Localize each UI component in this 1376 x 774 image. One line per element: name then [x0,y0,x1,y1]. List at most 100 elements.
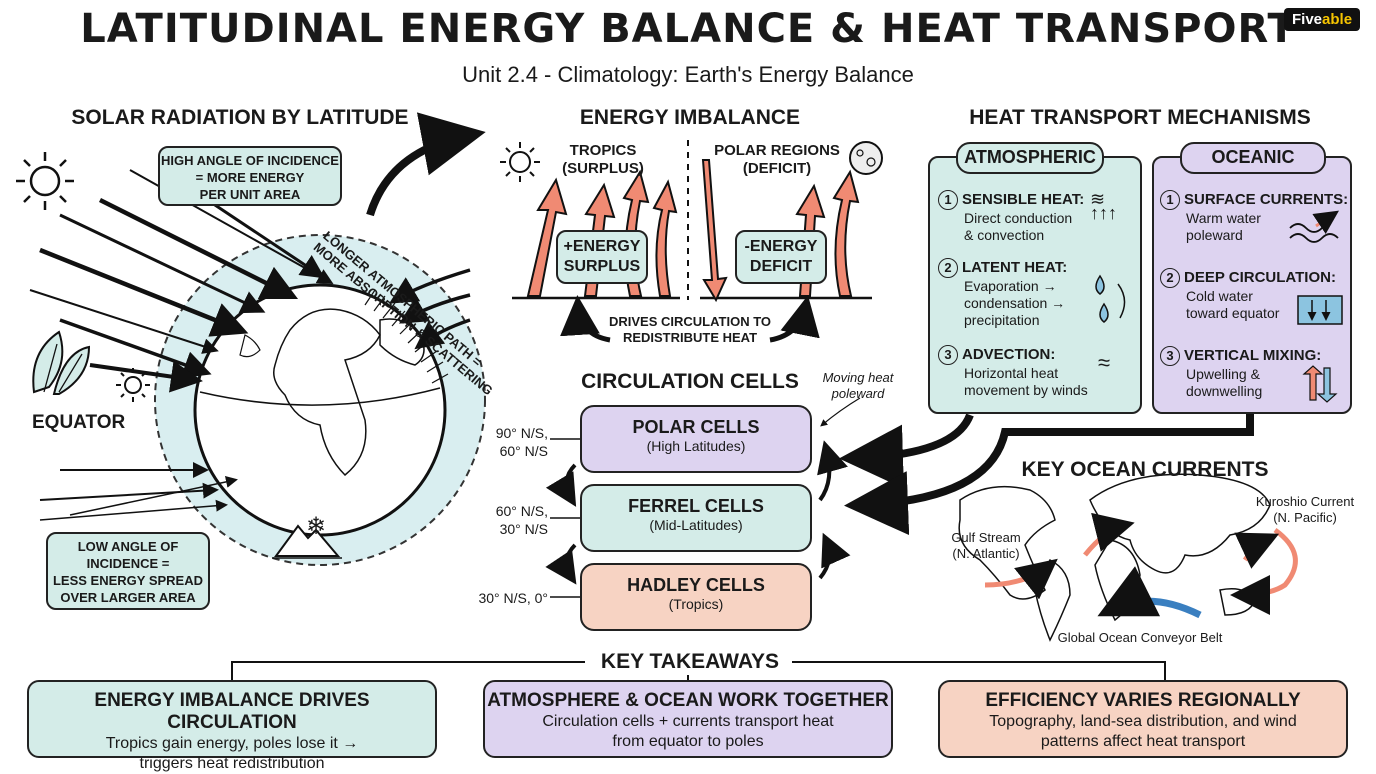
long-path-rays [388,268,471,350]
moving-heat-note: Moving heat poleward [810,370,906,402]
kuroshio-line-2: (N. Pacific) [1273,510,1337,525]
polar-lat-2: 60° N/S [499,443,548,459]
low-angle-line-1: LOW ANGLE OF [77,539,179,554]
gulf-stream-label: Gulf Stream (N. Atlantic) [938,530,1034,562]
ocean-item-1-num: 1 [1160,190,1180,210]
polar-cells-name: POLAR CELLS [632,417,760,437]
flow-arrow-ocean-to-cells [844,410,1254,536]
deficit-line-1: -ENERGY [744,238,818,255]
takeaway-1-title: ENERGY IMBALANCE DRIVES CIRCULATION [94,690,370,733]
moon-icon [849,141,883,175]
transport-heading: HEAT TRANSPORT MECHANISMS [969,106,1311,129]
ocean-item-3-title: VERTICAL MIXING: [1184,346,1322,364]
low-angle-line-3: LESS ENERGY SPREAD [52,573,204,588]
wind-icon: ≈ [1098,350,1111,375]
ferrel-lat-label: 60° N/S, 30° N/S [470,502,548,538]
takeaway-2-body-1: Circulation cells + currents transport h… [542,713,834,730]
polar-line-2: (DEFICIT) [742,160,812,177]
drives-arrow-left [560,295,611,343]
currents-heading: KEY OCEAN CURRENTS [1021,458,1269,481]
ocean-item-2-body-1: Cold water [1186,288,1253,304]
mountain-icon [272,524,342,559]
atmos-item-1-title: SENSIBLE HEAT: [962,190,1085,208]
high-angle-line-1: HIGH ANGLE OF INCIDENCE [161,153,339,168]
kuroshio-line-1: Kuroshio Current [1255,494,1355,509]
high-angle-line-2: = MORE ENERGY [195,170,305,185]
flow-arrow-solar-to-imbalance [366,112,486,217]
atmos-item-2-num: 2 [938,258,958,278]
takeaway-2-title: ATMOSPHERE & OCEAN WORK TOGETHER [487,690,889,711]
solar-heading: SOLAR RADIATION BY LATITUDE [71,106,409,129]
note-line-1: Moving heat [822,370,894,385]
sun-icon [16,152,74,210]
ocean-item-1-body-2: poleward [1186,227,1243,243]
atmos-item-2-body-3: precipitation [964,312,1040,328]
tropics-label: TROPICS (SURPLUS) [548,142,658,178]
page-subtitle: Unit 2.4 - Climatology: Earth's Energy B… [462,62,914,87]
atmos-item-3-num: 3 [938,345,958,365]
atmos-item-1-body-1: Direct conduction [964,210,1073,226]
drives-arrow-right [769,295,820,343]
atmos-item-2-body-2: condensation → [964,295,1066,311]
tropics-line-1: TROPICS [569,142,637,159]
takeaway-3-body-1: Topography, land-sea distribution, and w… [989,713,1297,730]
wave-icon [1289,210,1339,243]
low-angle-line-2: INCIDENCE = [86,556,170,571]
high-angle-box: HIGH ANGLE OF INCIDENCE = MORE ENERGY PE… [158,146,342,206]
page-title: LATITUDINAL ENERGY BALANCE & HEAT TRANSP… [80,6,1296,52]
hadley-cells-name: HADLEY CELLS [627,575,765,595]
low-angle-box: LOW ANGLE OF INCIDENCE = LESS ENERGY SPR… [46,532,210,610]
updown-arrows-icon [1302,365,1338,403]
conveyor-belt-label: Global Ocean Conveyor Belt [1057,630,1223,645]
note-line-2: poleward [831,386,885,401]
atmos-item-3-body-1: Horizontal heat [964,365,1059,381]
drives-line-1: DRIVES CIRCULATION TO [608,314,772,329]
gulf-line-1: Gulf Stream [951,530,1021,545]
atmos-item-1-body-2: & convection [964,227,1045,243]
surplus-line-2: SURPLUS [563,258,641,275]
ocean-item-2-body-2: toward equator [1186,305,1280,321]
takeaway-card-2: ATMOSPHERE & OCEAN WORK TOGETHER Circula… [483,680,893,758]
ocean-item-2-title: DEEP CIRCULATION: [1184,268,1336,286]
ferrel-lat-2: 30° N/S [499,521,548,537]
takeaway-2-body-2: from equator to poles [612,733,764,750]
takeaway-3-body-2: patterns affect heat transport [1040,733,1246,750]
hadley-cells-sub: (Tropics) [668,596,724,612]
tropics-line-2: (SURPLUS) [562,160,644,177]
heat-waves-icon: ≋↑↑↑ [1090,189,1117,223]
kuroshio-label: Kuroshio Current (N. Pacific) [1250,494,1360,526]
deep-water-icon [1297,295,1343,325]
high-angle-line-3: PER UNIT AREA [199,187,301,202]
atmos-item-3-body-2: movement by winds [964,382,1088,398]
fiveable-logo: Fiveable [1284,8,1361,31]
hadley-cells-box: HADLEY CELLS (Tropics) [580,563,812,631]
atmospheric-label: ATMOSPHERIC [956,142,1104,174]
ferrel-cells-name: FERREL CELLS [628,496,764,516]
takeaway-3-title: EFFICIENCY VARIES REGIONALLY [985,690,1301,711]
low-angle-line-4: OVER LARGER AREA [60,590,196,605]
ocean-item-1-body-1: Warm water [1186,210,1261,226]
atmos-item-2-title: LATENT HEAT: [962,258,1068,276]
takeaways-heading: KEY TAKEAWAYS [600,650,780,673]
atmos-item-2-body-1: Evaporation → [964,278,1057,294]
equator-label: EQUATOR [32,412,126,433]
energy-surplus-box: +ENERGY SURPLUS [556,230,648,284]
gulf-line-2: (N. Atlantic) [952,546,1020,561]
imbalance-heading: ENERGY IMBALANCE [579,106,801,129]
ocean-item-3-num: 3 [1160,346,1180,366]
ocean-item-2-num: 2 [1160,268,1180,288]
hadley-lat-label: 30° N/S, 0° [478,590,548,606]
current-arrows [984,512,1298,619]
takeaway-card-3: EFFICIENCY VARIES REGIONALLY Topography,… [938,680,1348,758]
snowflake-icon: ❄ [306,513,327,540]
drives-circulation-label: DRIVES CIRCULATION TO REDISTRIBUTE HEAT [600,314,780,346]
small-sun-icon [116,368,150,402]
ferrel-cells-box: FERREL CELLS (Mid-Latitudes) [580,484,812,552]
ocean-item-3-body-2: downwelling [1186,383,1263,399]
